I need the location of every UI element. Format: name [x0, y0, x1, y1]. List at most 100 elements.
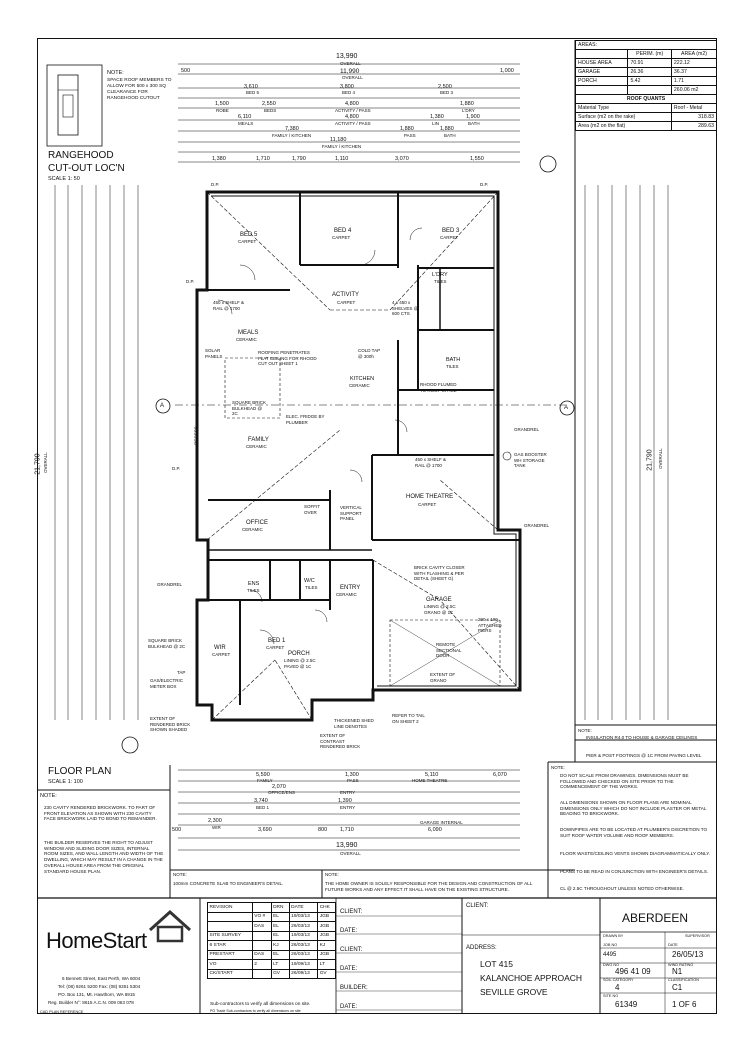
dim-text: BED 3 — [440, 90, 454, 95]
date-field-label: DATE: — [340, 1004, 358, 1010]
soffit-note: SOFFIT OVER — [304, 504, 320, 515]
downpipe-label: D.P. — [480, 182, 489, 187]
rev-cell — [251, 940, 272, 951]
dim-text: 1,300 — [345, 772, 359, 778]
rev-cell: LT — [317, 959, 336, 970]
areas-total: 260.06 m2 — [670, 85, 718, 95]
section-marker-a-right: A — [564, 405, 569, 411]
rev-cell: DAS — [251, 921, 272, 932]
dim-text: 1,390 — [338, 798, 352, 804]
dim-text: 1,110 — [335, 156, 349, 162]
area-perim: 5.42 — [627, 76, 672, 86]
rangehood-scale: SCALE 1: 50 — [48, 176, 80, 182]
dim-text: GARAGE INTERNAL — [420, 820, 463, 825]
room-home-theatre: HOME THEATRE — [406, 494, 454, 500]
roof-surface-label: Surface (m2 on the rake) — [575, 112, 672, 122]
dim-text: 2,500 — [438, 84, 452, 90]
job-label: JOB NO — [603, 943, 618, 947]
rev-cell: PRESTART — [207, 949, 253, 960]
room-bath-floor: TILES — [446, 364, 459, 369]
dim-text: 1,500 — [215, 101, 229, 107]
left-overall-label: OVERALL — [42, 452, 48, 473]
room-wc-floor: TILES — [305, 585, 318, 590]
rev-header — [251, 902, 272, 913]
dim-text: BEDS — [264, 108, 277, 113]
rev-cell: LT — [270, 959, 290, 970]
extent-contrast-note: EXTENT OF CONTRAST RENDERED BRICK — [320, 733, 361, 750]
dim-text: BED 1 — [256, 805, 270, 810]
shelf-note-2: 450 x SHELF & RAIL @ 1700 — [415, 457, 447, 468]
dim-text: BED 4 — [342, 90, 356, 95]
dim-text: 1,380 — [430, 114, 444, 120]
supervisor-label: SUPERVISOR — [685, 934, 710, 938]
dim-text: 5,110 — [425, 772, 439, 778]
room-bed1: BED 1 — [268, 638, 286, 644]
dim-text: 5,590 — [256, 772, 270, 778]
dim-text: BED 5 — [246, 90, 260, 95]
top-dim-right: 1,000 — [500, 68, 514, 74]
wind-value: N1 — [672, 967, 683, 976]
soil-label: SOIL CATEGORY — [603, 978, 634, 982]
dim-text: 3,690 — [258, 827, 272, 833]
area-value: 222.12 — [670, 58, 718, 68]
room-home-theatre-floor: CARPET — [418, 502, 437, 507]
bottom-overall-dim: 13,990 — [336, 842, 358, 849]
revisions-footer-2: PO Trade Sub-contractors to verify all d… — [210, 1009, 301, 1013]
dim-text: L'DRY — [462, 108, 475, 113]
site-value: 61349 — [615, 1000, 638, 1009]
dim-text: 3,740 — [254, 798, 268, 804]
rev-cell — [207, 911, 253, 922]
revisions-footer: Sub-contractors to verify all dimensions… — [210, 1002, 311, 1007]
dim-text: 1,380 — [212, 156, 226, 162]
area-perim: 26.36 — [627, 67, 672, 77]
date-value: 26/05/13 — [672, 950, 704, 959]
rev-cell: 26/03/13 — [288, 940, 319, 951]
recess-label: RECESS — [193, 426, 199, 445]
grandrel-label: GRANDREL — [524, 523, 550, 528]
floor-plan-scale: SCALE 1: 100 — [48, 779, 83, 785]
dim-text: FAMILY — [257, 778, 273, 783]
brick-cavity-note: BRICK CAVITY CLOSER WITH FLASHING & PER … — [414, 565, 465, 582]
slab-note-text: 100mm CONCRETE SLAB TO ENGINEER'S DETAIL… — [173, 881, 284, 886]
rev-cell: JGB — [317, 921, 336, 932]
room-ldry: L'DRY — [432, 272, 448, 278]
rev-cell: 2 — [251, 959, 272, 970]
dim-text: 11,180 — [330, 137, 347, 143]
slab-note-label: NOTE: — [173, 872, 187, 877]
area-name: GARAGE — [574, 67, 629, 77]
table-row: HOUSE AREA 70.91 222.12 — [574, 58, 718, 68]
dim-text: OFFICE/ENS — [268, 790, 296, 795]
dim-text: MEALS — [238, 121, 254, 126]
downpipe-label: D.P. — [172, 466, 181, 471]
company-reg: Reg. Builder N°: 8615 A.C.N. 009 063 078 — [48, 1000, 134, 1005]
rev-cell: GV — [317, 968, 336, 979]
note-left-1: 230 CAVITY RENDERED BRICKWORK. TO PART O… — [44, 805, 157, 822]
rev-header: DATE — [288, 902, 319, 913]
downpipe-label: D.P. — [186, 279, 195, 284]
room-bed3-floor: CARPET — [440, 235, 459, 240]
room-porch-sub: LINING @ 2.5C PAVED @ 1C — [284, 658, 316, 669]
design-name: ABERDEEN — [622, 911, 689, 925]
rev-cell: VO — [207, 959, 253, 970]
dim-text: 3,070 — [395, 156, 409, 162]
room-family-floor: CERAMIC — [246, 444, 267, 449]
company-small-print: CAD PLAN REFERENCE — [40, 1010, 84, 1014]
top-overall-dim-b: 11,990 — [340, 68, 360, 75]
job-value: 4495 — [603, 952, 617, 958]
dim-text: WIR — [212, 825, 221, 830]
client-label: CLIENT: — [466, 903, 489, 909]
right-overall-label: OVERALL — [657, 448, 663, 469]
room-kitchen: KITCHEN — [350, 376, 375, 382]
right-note-4: FLOOR WASTE/CEILING VENTS SHOWN DIAGRAMM… — [560, 851, 711, 856]
room-porch: PORCH — [288, 651, 310, 657]
room-activity-floor: CARPET — [337, 300, 356, 305]
section-marker-a-left: A — [160, 403, 165, 409]
dim-text: FAMILY / KITCHEN — [272, 133, 312, 138]
room-garage-sub: LINING @ 2.5C GRANO @ 1C — [424, 604, 456, 615]
rev-cell: KJ — [317, 940, 336, 951]
